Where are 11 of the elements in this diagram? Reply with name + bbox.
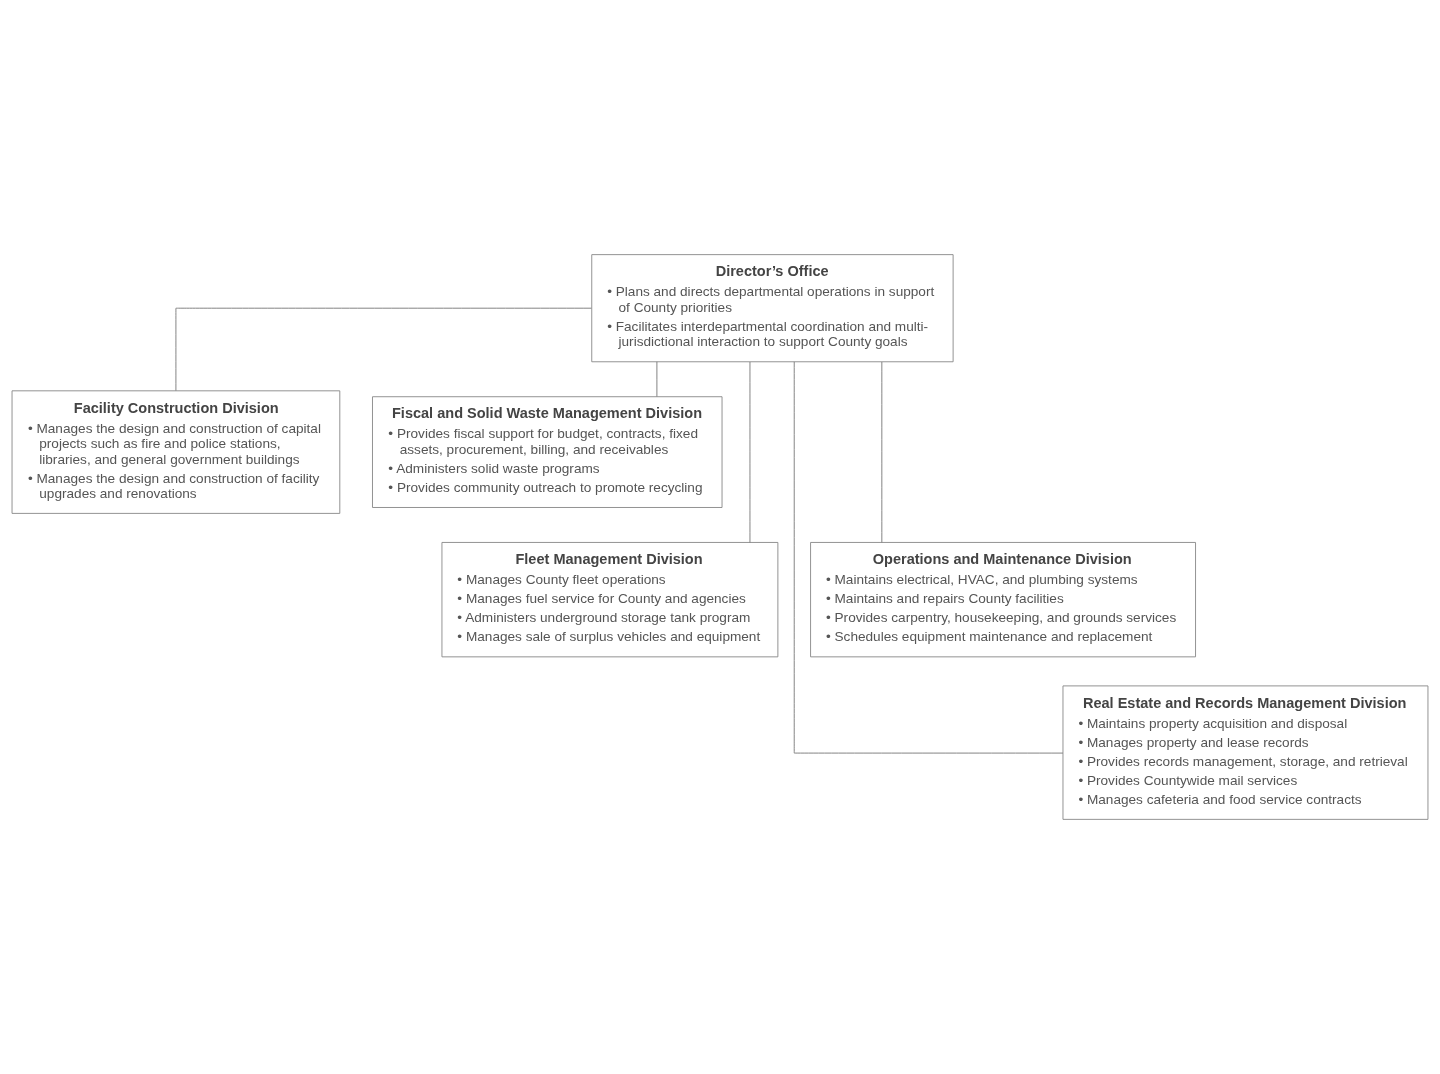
connector bbox=[749, 361, 751, 543]
connector bbox=[656, 361, 658, 397]
node-box: Fleet Management Division • Manages County fleet operations • Manages fuel service for County and agencies • Administers underground storage tank program • Manages sale of surplus vehicles and equipment bbox=[441, 542, 779, 658]
node-box: Facility Construction Division • Manages the design and construction of capital projects such as fire and police stations, libraries, and general government buildings • Manages the design and construction of facility upgrades and renovations bbox=[11, 390, 341, 514]
connector bbox=[793, 361, 1064, 754]
node-box: Operations and Maintenance Division • Maintains electrical, HVAC, and plumbing systems • Maintains and repairs County facilities • Provides carpentry, housekeeping, and grounds services • Schedules equipment maintenance and replacement bbox=[810, 542, 1196, 658]
connector bbox=[881, 361, 883, 543]
node-box: Real Estate and Records Management Division • Maintains property acquisition and disposal • Manages property and lease records • Provides records management, storage, and retrieval • Provides Countywide mail services • Manages cafeteria and food service contracts bbox=[1062, 685, 1429, 820]
connector bbox=[175, 307, 592, 392]
node-box: Director’s Office • Plans and directs departmental operations in support of County priorities • Facilitates interdepartmental coordination and multi-jurisdictional interaction to support County goals bbox=[591, 254, 954, 363]
node-box: Fiscal and Solid Waste Management Division • Provides fiscal support for budget, contracts, fixed assets, procurement, billing, and receivables • Administers solid waste programs • Provides community outreach to promote recycling bbox=[372, 396, 723, 508]
